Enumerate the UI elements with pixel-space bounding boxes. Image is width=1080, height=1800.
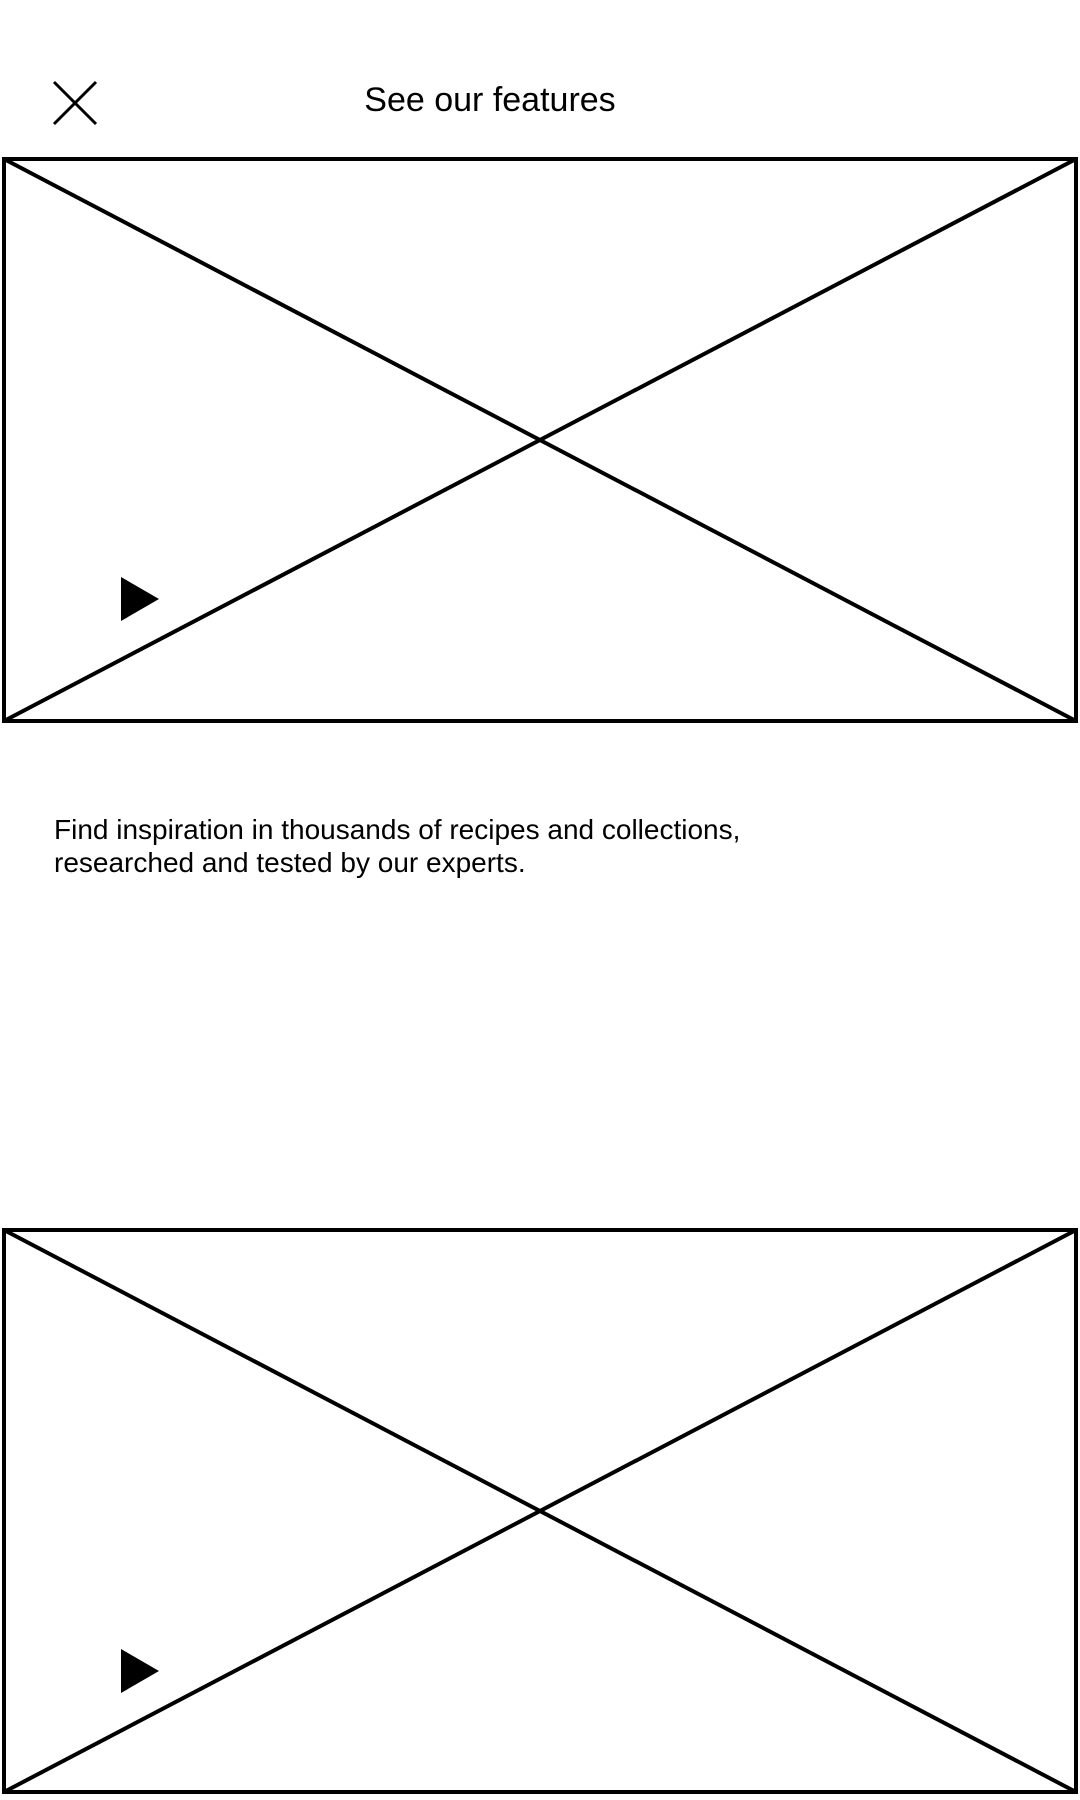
close-icon <box>52 80 98 126</box>
play-icon[interactable] <box>121 1649 159 1693</box>
feature-video-1[interactable] <box>2 157 1078 723</box>
feature-video-2[interactable] <box>2 1228 1078 1794</box>
feature-description: Find inspiration in thousands of recipes… <box>54 813 954 879</box>
description-line-2: researched and tested by our experts. <box>54 847 526 878</box>
play-icon[interactable] <box>121 577 159 621</box>
close-button[interactable] <box>52 80 98 126</box>
page-title: See our features <box>364 81 616 119</box>
video-placeholder <box>2 157 1078 723</box>
description-line-1: Find inspiration in thousands of recipes… <box>54 814 741 845</box>
video-placeholder <box>2 1228 1078 1794</box>
